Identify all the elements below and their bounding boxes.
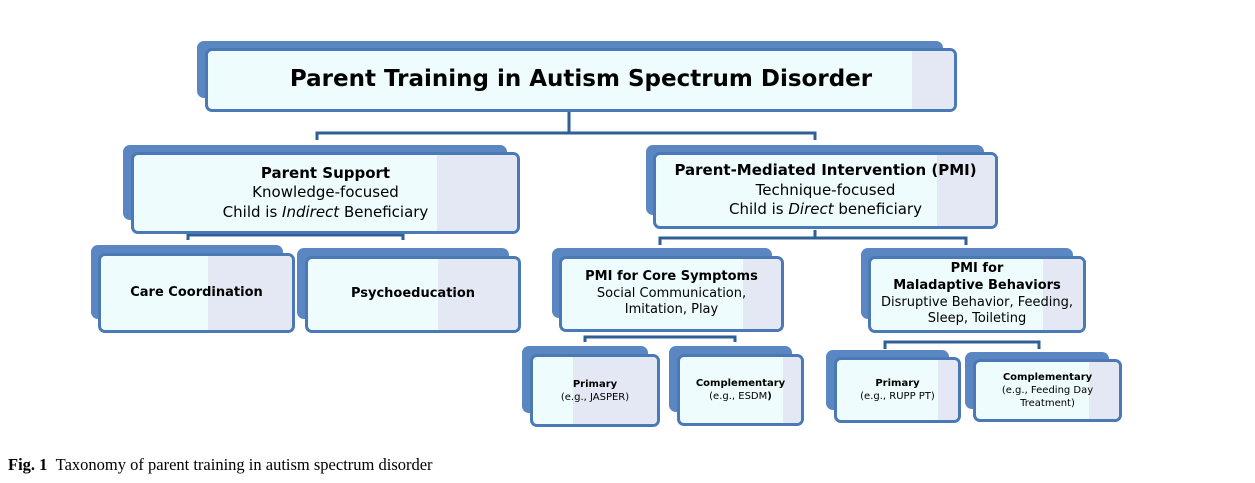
core-complementary-example: (e.g., ESDM) <box>709 391 772 402</box>
pmi-card: Parent-Mediated Intervention (PMI) Techn… <box>653 152 998 229</box>
root-node: Parent Training in Autism Spectrum Disor… <box>197 41 957 112</box>
maladaptive-complementary-tint <box>1089 362 1119 419</box>
maladaptive-complementary-example-1: (e.g., Feeding Day <box>1001 385 1094 396</box>
pmi-title: Parent-Mediated Intervention (PMI) <box>674 161 977 180</box>
pmi-maladaptive-line2: Sleep, Toileting <box>927 311 1027 327</box>
pmi-core-symptoms-card: PMI for Core Symptoms Social Communicati… <box>559 256 784 332</box>
connector-pmi-to-children <box>658 230 968 245</box>
pmi-core-symptoms-node: PMI for Core Symptoms Social Communicati… <box>552 248 784 332</box>
core-primary-tint <box>573 357 657 424</box>
parent-support-title: Parent Support <box>260 163 391 182</box>
pmi-core-symptoms-title: PMI for Core Symptoms <box>585 268 758 284</box>
core-primary-card: Primary (e.g., JASPER) <box>530 354 660 427</box>
maladaptive-primary-tint <box>938 360 958 420</box>
parent-support-card: Parent Support Knowledge-focused Child i… <box>131 152 520 234</box>
maladaptive-complementary-example-2: Treatment) <box>1020 398 1075 409</box>
maladaptive-complementary-node: Complementary (e.g., Feeding Day Treatme… <box>965 352 1122 422</box>
maladaptive-primary-title: Primary <box>875 378 920 389</box>
root-title: Parent Training in Autism Spectrum Disor… <box>289 66 873 93</box>
pmi-beneficiary: Child is Direct beneficiary <box>729 200 922 219</box>
pmi-node: Parent-Mediated Intervention (PMI) Techn… <box>646 145 998 229</box>
psychoeducation-card: Psychoeducation <box>305 256 521 333</box>
connector-core-to-subtypes <box>583 335 737 342</box>
parent-support-beneficiary: Child is Indirect Beneficiary <box>222 202 429 221</box>
pmi-maladaptive-title-2: Maladaptive Behaviors <box>893 277 1061 293</box>
connector-maladaptive-to-subtypes <box>883 340 1041 349</box>
parent-support-node: Parent Support Knowledge-focused Child i… <box>123 145 520 234</box>
maladaptive-primary-example: (e.g., RUPP PT) <box>860 391 935 402</box>
root-card: Parent Training in Autism Spectrum Disor… <box>205 48 957 112</box>
root-tint <box>912 51 954 109</box>
parent-support-tint <box>437 155 517 231</box>
core-primary-title: Primary <box>572 378 618 390</box>
pmi-maladaptive-card: PMI for Maladaptive Behaviors Disruptive… <box>868 256 1086 333</box>
maladaptive-complementary-title: Complementary <box>1002 372 1093 383</box>
parent-support-focus: Knowledge-focused <box>252 183 399 202</box>
maladaptive-primary-card: Primary (e.g., RUPP PT) <box>834 357 961 423</box>
care-coordination-card: Care Coordination <box>98 253 295 333</box>
pmi-maladaptive-title-1: PMI for <box>950 260 1004 276</box>
maladaptive-complementary-card: Complementary (e.g., Feeding Day Treatme… <box>973 359 1122 422</box>
connector-support-to-children <box>186 233 405 240</box>
psychoeducation-title: Psychoeducation <box>350 286 476 302</box>
care-coordination-node: Care Coordination <box>91 245 295 333</box>
psychoeducation-node: Psychoeducation <box>297 248 521 333</box>
pmi-core-symptoms-line1: Social Communication, <box>596 285 747 301</box>
core-complementary-title: Complementary <box>695 378 786 389</box>
pmi-core-symptoms-tint <box>743 259 781 329</box>
core-primary-node: Primary (e.g., JASPER) <box>522 346 660 427</box>
pmi-maladaptive-tint <box>1043 259 1083 330</box>
core-complementary-card: Complementary (e.g., ESDM) <box>677 354 804 426</box>
pmi-focus: Technique-focused <box>755 180 896 199</box>
core-primary-example: (e.g., JASPER) <box>560 391 630 403</box>
care-coordination-tint <box>208 256 292 330</box>
figure-label: Fig. 1 <box>8 455 48 474</box>
pmi-maladaptive-line1: Disruptive Behavior, Feeding, <box>880 294 1073 310</box>
figure-caption: Fig. 1 Taxonomy of parent training in au… <box>8 455 433 475</box>
core-complementary-tint <box>783 357 801 423</box>
connector-root-to-level1 <box>315 110 817 140</box>
figure-caption-text: Taxonomy of parent training in autism sp… <box>55 455 433 474</box>
pmi-tint <box>937 155 995 226</box>
care-coordination-title: Care Coordination <box>130 284 263 300</box>
pmi-maladaptive-node: PMI for Maladaptive Behaviors Disruptive… <box>861 248 1086 333</box>
psychoeducation-tint <box>438 259 518 330</box>
core-complementary-node: Complementary (e.g., ESDM) <box>669 346 804 426</box>
maladaptive-primary-node: Primary (e.g., RUPP PT) <box>826 350 961 423</box>
pmi-core-symptoms-line2: Imitation, Play <box>624 302 719 318</box>
